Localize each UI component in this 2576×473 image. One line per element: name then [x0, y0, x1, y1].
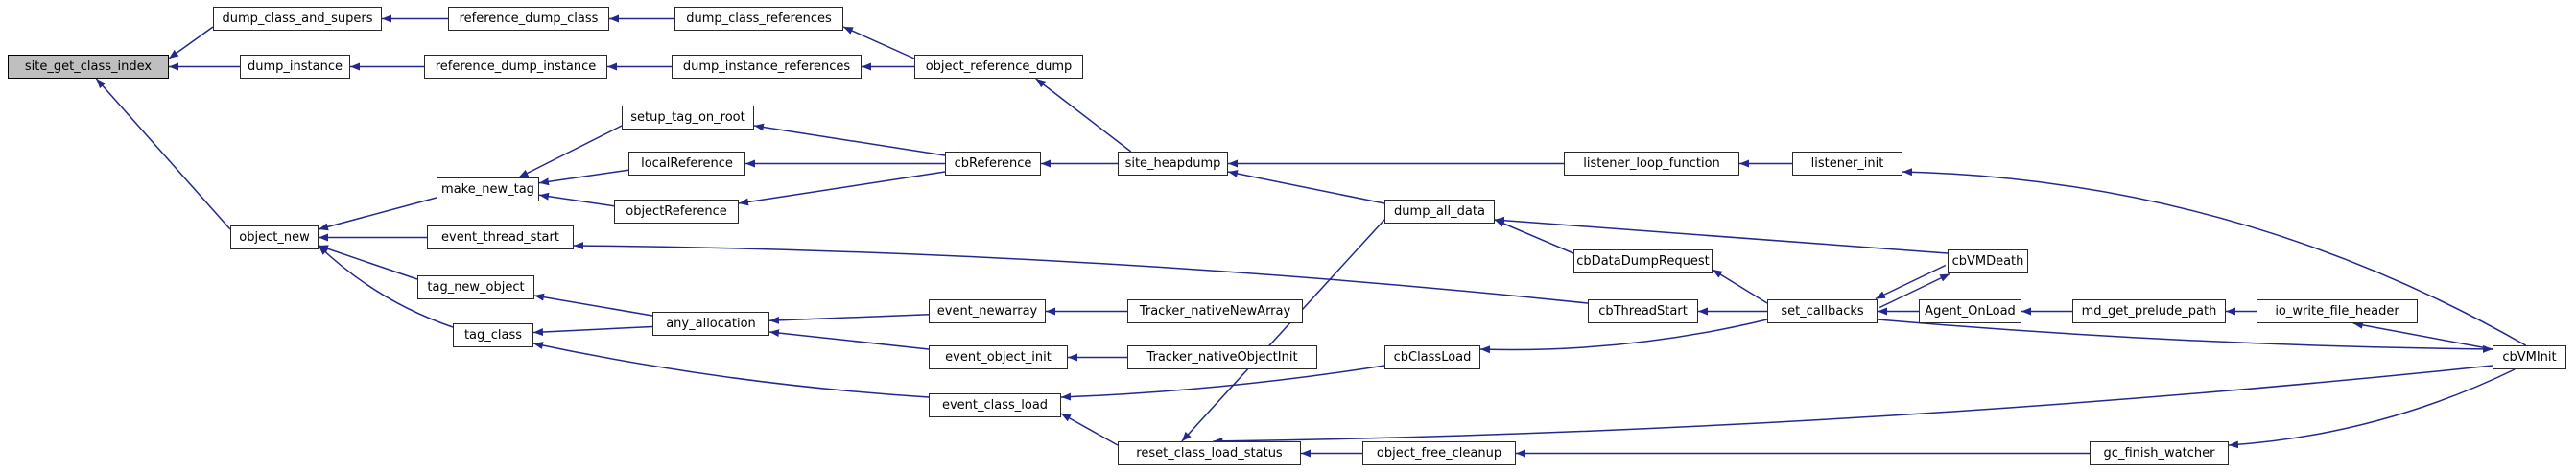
edge-site_heapdump-to-object_reference_dump: [1035, 78, 1132, 153]
node-event_object_init[interactable]: event_object_init: [929, 345, 1068, 369]
node-gc_finish_watcher[interactable]: gc_finish_watcher: [2090, 441, 2229, 465]
node-tag_new_object[interactable]: tag_new_object: [417, 275, 534, 299]
edge-dump_all_data-to-reset_class_load_status: [1181, 219, 1385, 442]
edge-cbReference-to-objectReference: [738, 171, 946, 206]
node-reset_class_load_status[interactable]: reset_class_load_status: [1118, 441, 1301, 465]
node-localReference[interactable]: localReference: [628, 152, 745, 176]
node-io_write_file_header[interactable]: io_write_file_header: [2257, 299, 2418, 323]
edge-cbReference-to-setup_tag_on_root: [753, 123, 946, 156]
edge-cbVMInit-to-listener_init: [1902, 168, 2527, 346]
edge-event_object_init-to-any_allocation: [768, 329, 930, 350]
edge-event_class_load-to-tag_class: [532, 342, 930, 398]
node-reference_dump_class[interactable]: reference_dump_class: [448, 7, 609, 31]
node-object_new[interactable]: object_new: [230, 225, 319, 249]
edge-tag_new_object-to-object_new: [318, 245, 418, 280]
node-site_get_class_index: site_get_class_index: [8, 55, 169, 79]
node-listener_loop_function[interactable]: listener_loop_function: [1564, 152, 1739, 176]
edge-object_reference_dump-to-dump_class_references: [842, 26, 915, 59]
edge-set_callbacks-to-cbVMInit: [1877, 319, 2493, 353]
node-listener_init[interactable]: listener_init: [1792, 152, 1902, 176]
edge-localReference-to-make_new_tag: [538, 169, 629, 186]
node-dump_instance[interactable]: dump_instance: [240, 55, 350, 79]
edge-tag_class-to-object_new: [318, 245, 454, 328]
node-Tracker_nativeNewArray[interactable]: Tracker_nativeNewArray: [1127, 299, 1303, 323]
node-set_callbacks[interactable]: set_callbacks: [1767, 299, 1878, 323]
node-object_free_cleanup[interactable]: object_free_cleanup: [1362, 441, 1516, 465]
node-object_reference_dump[interactable]: object_reference_dump: [914, 55, 1083, 79]
edge-cbClassLoad-to-event_class_load: [1060, 365, 1385, 401]
edge-reset_class_load_status-to-event_class_load: [1060, 413, 1119, 446]
node-Agent_OnLoad[interactable]: Agent_OnLoad: [1919, 299, 2021, 323]
node-setup_tag_on_root[interactable]: setup_tag_on_root: [622, 106, 754, 130]
node-reference_dump_instance[interactable]: reference_dump_instance: [424, 55, 607, 79]
node-site_heapdump[interactable]: site_heapdump: [1118, 152, 1228, 176]
node-dump_all_data[interactable]: dump_all_data: [1384, 200, 1495, 224]
edge-setup_tag_on_root-to-make_new_tag: [518, 125, 623, 178]
node-cbVMDeath[interactable]: cbVMDeath: [1948, 249, 2028, 273]
edge-any_allocation-to-tag_new_object: [533, 293, 653, 317]
node-Tracker_nativeObjectInit[interactable]: Tracker_nativeObjectInit: [1127, 345, 1317, 369]
node-tag_class[interactable]: tag_class: [453, 323, 533, 347]
node-cbVMInit[interactable]: cbVMInit: [2493, 345, 2566, 369]
edge-object_new-to-site_get_class_index: [95, 78, 231, 230]
node-event_newarray[interactable]: event_newarray: [929, 299, 1046, 323]
edge-cbThreadStart-to-event_thread_start: [573, 242, 1589, 304]
edge-set_callbacks-to-cbClassLoad: [1479, 319, 1768, 354]
node-md_get_prelude_path[interactable]: md_get_prelude_path: [2072, 299, 2226, 323]
node-dump_class_and_supers[interactable]: dump_class_and_supers: [213, 7, 382, 31]
edge-cbVMInit-to-gc_finish_watcher: [2228, 368, 2516, 449]
node-cbClassLoad[interactable]: cbClassLoad: [1384, 345, 1480, 369]
node-event_thread_start[interactable]: event_thread_start: [427, 225, 574, 249]
edge-any_allocation-to-tag_class: [532, 325, 653, 337]
node-dump_instance_references[interactable]: dump_instance_references: [672, 55, 862, 79]
node-dump_class_references[interactable]: dump_class_references: [674, 7, 843, 31]
node-any_allocation[interactable]: any_allocation: [652, 312, 769, 336]
edge-dump_class_and_supers-to-site_get_class_index: [168, 26, 214, 59]
node-objectReference[interactable]: objectReference: [614, 200, 739, 224]
edge-objectReference-to-make_new_tag: [538, 192, 615, 207]
edge-cbDataDumpRequest-to-dump_all_data: [1494, 219, 1574, 254]
node-cbDataDumpRequest[interactable]: cbDataDumpRequest: [1573, 249, 1713, 273]
node-event_class_load[interactable]: event_class_load: [929, 393, 1061, 417]
edge-cbVMInit-to-io_write_file_header: [2352, 320, 2493, 350]
edge-set_callbacks-to-cbVMDeath: [1879, 272, 1950, 309]
edge-set_callbacks-to-cbDataDumpRequest: [1712, 269, 1768, 304]
node-make_new_tag[interactable]: make_new_tag: [437, 177, 539, 201]
edge-event_newarray-to-any_allocation: [768, 314, 930, 324]
edge-dump_all_data-to-site_heapdump: [1227, 170, 1385, 204]
edge-cbVMDeath-to-dump_all_data: [1494, 216, 1949, 254]
edge-make_new_tag-to-object_new: [318, 197, 437, 231]
node-cbThreadStart[interactable]: cbThreadStart: [1588, 299, 1698, 323]
edge-cbVMInit-to-reset_class_load_status: [1213, 365, 2493, 445]
edge-cbVMDeath-to-set_callbacks: [1875, 264, 1947, 300]
node-cbReference[interactable]: cbReference: [945, 152, 1041, 176]
